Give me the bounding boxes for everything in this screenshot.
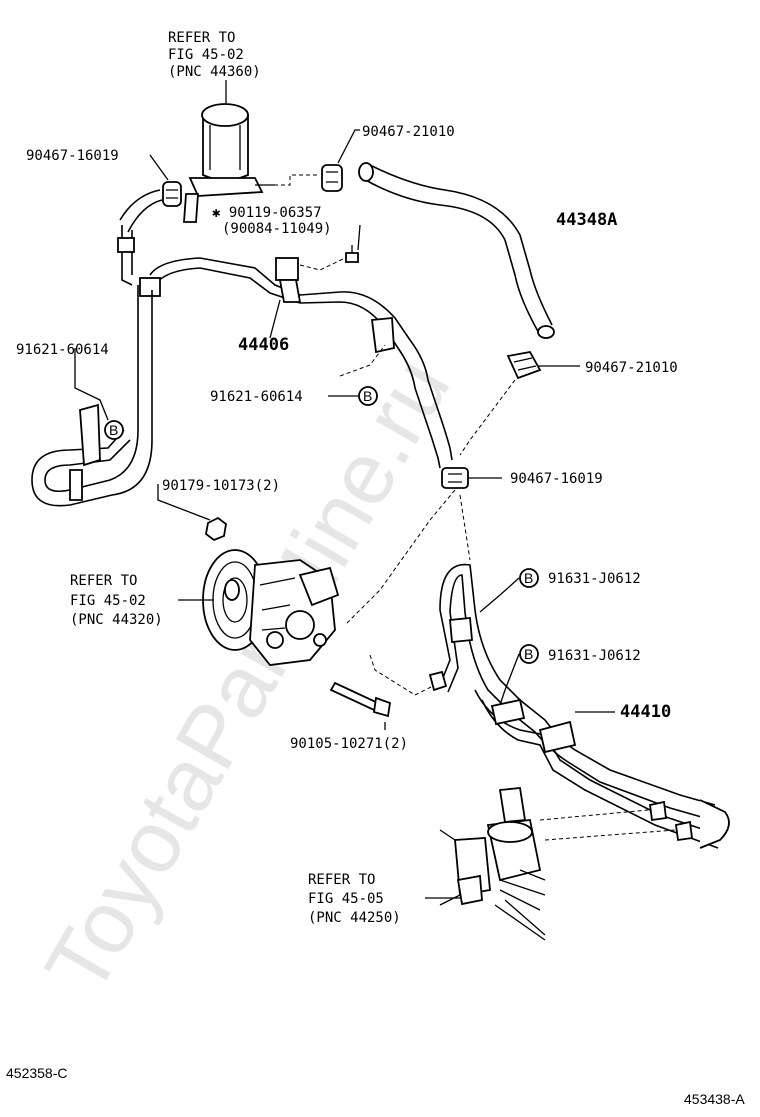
label-pipe-44410: 44410	[620, 702, 671, 722]
leader-clamp-left	[74, 348, 109, 421]
label-clamp-j-upper: 91631-J0612	[548, 571, 641, 587]
svg-text:FIG 45-02: FIG 45-02	[168, 47, 244, 63]
leader-clamp-j-upper	[479, 577, 520, 613]
footer-right-code: 453438-A	[684, 1091, 745, 1107]
dashed-link-gear-a	[539, 809, 649, 821]
svg-text:B: B	[109, 422, 118, 438]
pump-drawing	[202, 549, 340, 666]
label-clamp-mid: 91621-60614	[210, 389, 303, 405]
svg-text:FIG 45-05: FIG 45-05	[308, 891, 384, 907]
steering-gear-drawing	[439, 787, 546, 941]
pump-bolt-drawing	[329, 681, 392, 718]
label-pump-ref: REFER TO FIG 45-02 (PNC 44320)	[70, 573, 163, 628]
leader-clip-top-right	[337, 129, 360, 164]
label-hose-return: 44348A	[556, 210, 617, 230]
label-gear-ref: REFER TO FIG 45-05 (PNC 44250)	[308, 872, 401, 926]
dashed-link-bolt-pipe	[369, 654, 436, 696]
label-bolt-star: ✱ 90119-06357	[212, 205, 322, 221]
nut-drawing	[205, 516, 227, 542]
dashed-link-reservoir	[260, 174, 320, 186]
svg-text:REFER TO: REFER TO	[168, 30, 235, 46]
label-bolt-pump: 90105-10271(2)	[290, 736, 408, 752]
dashed-link-gear-b	[544, 829, 676, 841]
svg-text:(PNC 44320): (PNC 44320)	[70, 612, 163, 628]
label-clip-right-low: 90467-16019	[510, 471, 603, 487]
label-clip-left-top: 90467-16019	[26, 148, 119, 164]
dashed-link-clip-right	[459, 379, 516, 456]
dashed-link-bolt	[299, 257, 346, 271]
badge-b-j-upper: B	[519, 568, 539, 588]
clip-left-top-drawing	[162, 181, 182, 207]
bolt-star-drawing	[345, 245, 359, 263]
dashed-link-pump-a	[344, 489, 456, 626]
clip-top-right-drawing	[321, 164, 343, 192]
label-clamp-left: 91621-60614	[16, 342, 109, 358]
label-nut-pump: 90179-10173(2)	[162, 478, 280, 494]
badge-b-left: B	[104, 420, 124, 440]
label-reservoir-ref: REFER TO FIG 45-02 (PNC 44360)	[168, 30, 261, 80]
svg-text:B: B	[363, 388, 372, 404]
leader-clamp-j-lower	[499, 653, 520, 706]
label-clamp-j-lower: 91631-J0612	[548, 648, 641, 664]
reservoir-drawing	[183, 103, 275, 223]
badge-b-j-lower: B	[519, 644, 539, 664]
label-bolt-star-alt: (90084-11049)	[222, 221, 332, 237]
leader-clip-left-top	[149, 154, 169, 181]
svg-text:(PNC 44250): (PNC 44250)	[308, 910, 401, 926]
svg-text:REFER TO: REFER TO	[70, 573, 137, 589]
label-pipe-44406: 44406	[238, 335, 289, 355]
svg-text:FIG 45-02: FIG 45-02	[70, 593, 146, 609]
clip-right-low-drawing	[441, 467, 469, 489]
svg-text:(PNC 44360): (PNC 44360)	[168, 64, 261, 80]
badge-b-mid: B	[358, 386, 378, 406]
leader-bolt-star	[357, 224, 361, 251]
label-clip-right-mid: 90467-21010	[585, 360, 678, 376]
svg-text:REFER TO: REFER TO	[308, 872, 375, 888]
dashed-link-clamp-mid	[339, 344, 386, 377]
pipe-44406-drawing	[31, 189, 453, 507]
dashed-link-pump-b	[459, 494, 471, 561]
clip-right-mid-drawing	[506, 350, 542, 380]
footer-left-code: 452358-C	[6, 1065, 68, 1081]
leader-44406	[269, 299, 281, 339]
leader-nut	[157, 484, 211, 521]
svg-text:B: B	[524, 570, 533, 586]
svg-text:B: B	[524, 646, 533, 662]
pipe-44410-drawing	[428, 563, 730, 849]
label-clip-top-right: 90467-21010	[362, 124, 455, 140]
return-hose-drawing	[358, 162, 555, 339]
